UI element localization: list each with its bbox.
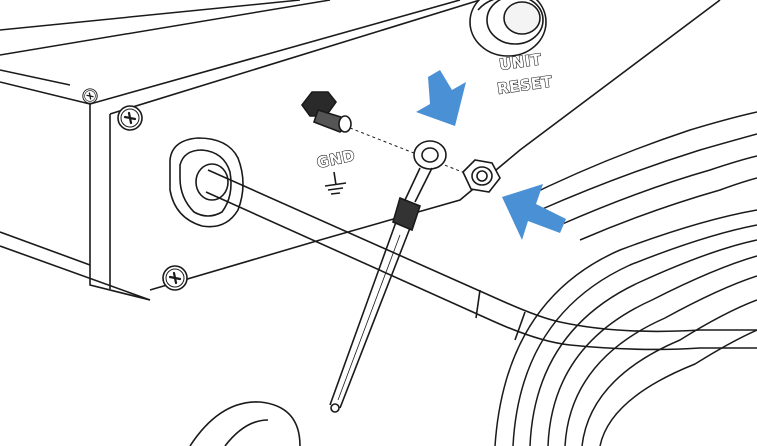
cable-reel xyxy=(189,401,301,446)
coiled-cable xyxy=(494,111,757,446)
ground-wire xyxy=(329,196,421,413)
panel-screw-top xyxy=(116,104,144,132)
enclosure-front-panel xyxy=(0,0,721,301)
ring-terminal xyxy=(404,140,447,203)
down-arrow-icon xyxy=(416,70,466,126)
arrow-top xyxy=(416,70,466,126)
corner-screw xyxy=(82,88,98,104)
assembly-line xyxy=(349,127,471,176)
hex-nut xyxy=(462,159,501,193)
cable xyxy=(205,169,757,351)
unit-reset-button xyxy=(469,0,547,57)
left-arrow-icon xyxy=(502,184,566,240)
panel-screw-bottom xyxy=(161,264,189,292)
arrow-right xyxy=(502,184,566,240)
gnd-stud xyxy=(301,91,352,133)
enclosure-top xyxy=(0,0,331,105)
cable-grommet xyxy=(169,137,244,228)
ground-symbol-icon xyxy=(324,171,347,195)
reset-label: RESET xyxy=(496,72,554,98)
gnd-label: GND xyxy=(315,146,357,172)
